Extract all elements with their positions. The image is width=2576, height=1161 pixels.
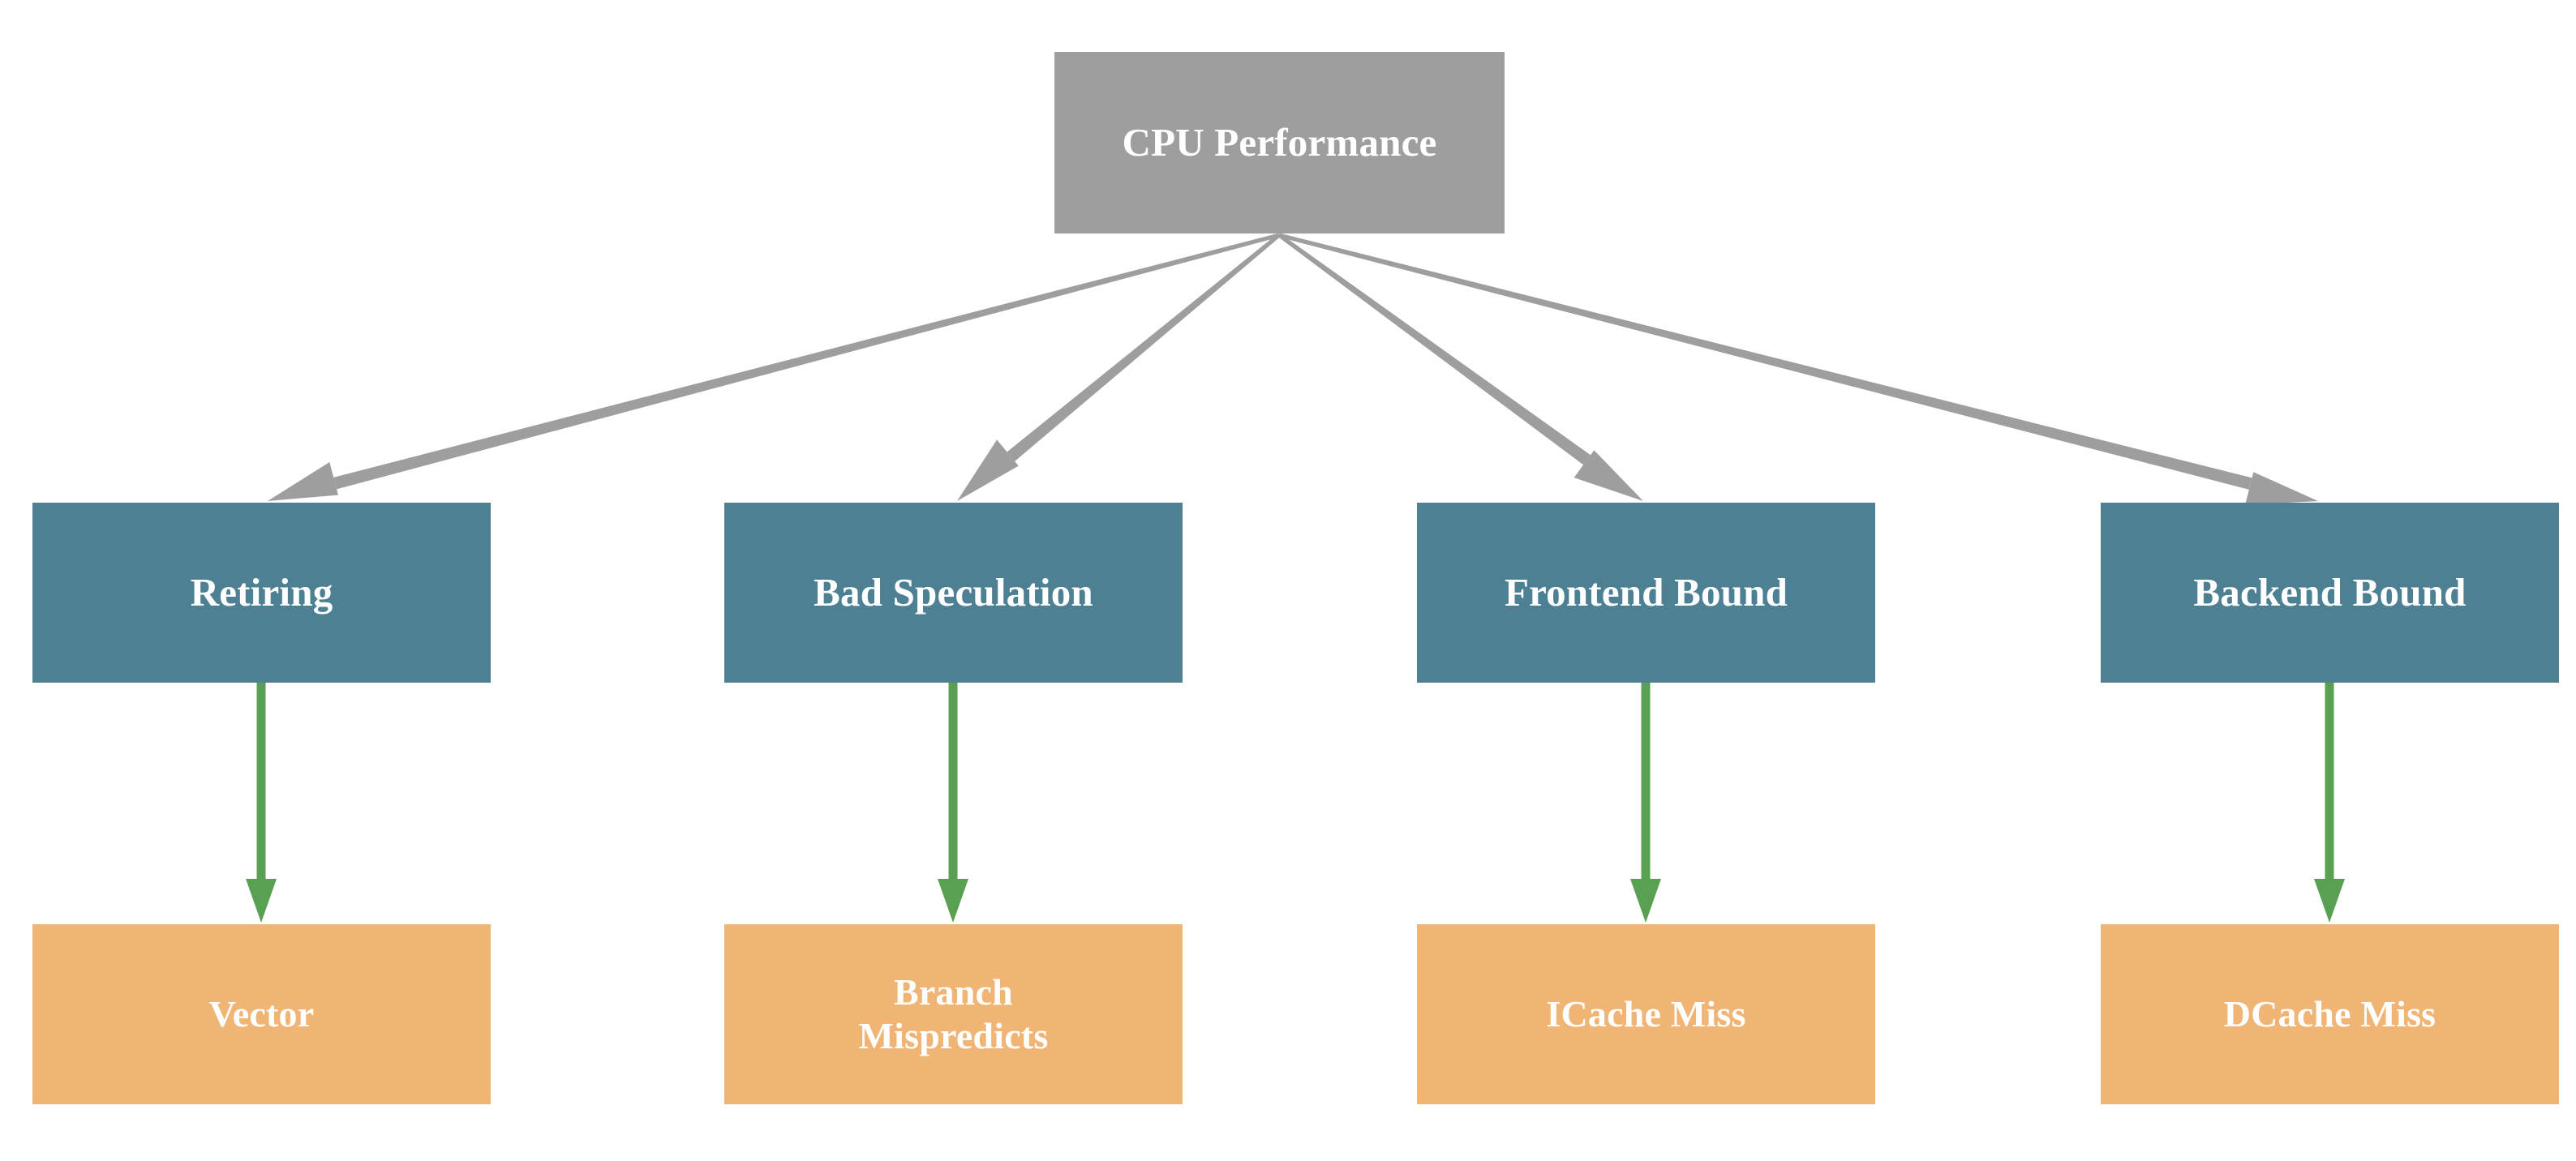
node-label: DCache Miss: [2223, 992, 2436, 1035]
arrow-shaft: [1278, 233, 2252, 490]
arrow-shaft: [1277, 233, 1591, 465]
edge-frontend-bound-to-icache-miss: [1630, 683, 1661, 923]
arrowhead-icon: [1574, 450, 1643, 501]
arrowhead-icon: [2314, 879, 2345, 923]
node-cpu-performance[interactable]: CPU Performance: [1054, 52, 1505, 233]
edge-cpu-to-frontend-bound: [1277, 233, 1643, 501]
node-dcache-miss[interactable]: DCache Miss: [2101, 924, 2559, 1104]
arrowhead-icon: [1630, 879, 1661, 923]
arrowhead-icon: [246, 879, 277, 923]
node-icache-miss[interactable]: ICache Miss: [1417, 924, 1875, 1104]
node-bad-speculation[interactable]: Bad Speculation: [724, 503, 1183, 683]
arrow-shaft: [1007, 233, 1281, 462]
node-label: Bad Speculation: [814, 570, 1093, 615]
node-label: Backend Bound: [2193, 570, 2467, 615]
arrowhead-icon: [2244, 472, 2318, 505]
edge-backend-bound-to-dcache-miss: [2314, 683, 2345, 923]
arrowhead-icon: [268, 462, 338, 501]
node-label: Vector: [208, 992, 315, 1035]
edge-cpu-to-bad-speculation: [957, 233, 1281, 501]
node-frontend-bound[interactable]: Frontend Bound: [1417, 503, 1875, 683]
node-vector[interactable]: Vector: [32, 924, 491, 1104]
arrowhead-icon: [938, 879, 968, 923]
node-label: Frontend Bound: [1504, 570, 1788, 615]
arrow-shaft: [333, 233, 1280, 490]
node-retiring[interactable]: Retiring: [32, 503, 491, 683]
edge-retiring-to-vector: [246, 683, 277, 923]
primary-edge-group: [268, 233, 2318, 505]
edge-cpu-to-retiring: [268, 233, 1280, 501]
node-branch-mispredicts[interactable]: Branch Mispredicts: [724, 924, 1183, 1104]
node-label: Retiring: [190, 570, 333, 615]
edge-bad-speculation-to-branch-mispredicts: [938, 683, 968, 923]
secondary-edge-group: [246, 683, 2345, 923]
node-label: CPU Performance: [1122, 120, 1437, 165]
node-label: ICache Miss: [1546, 992, 1746, 1035]
node-label: Branch Mispredicts: [858, 970, 1049, 1056]
edge-cpu-to-backend-bound: [1278, 233, 2318, 505]
node-backend-bound[interactable]: Backend Bound: [2101, 503, 2559, 683]
arrowhead-icon: [957, 439, 1019, 501]
